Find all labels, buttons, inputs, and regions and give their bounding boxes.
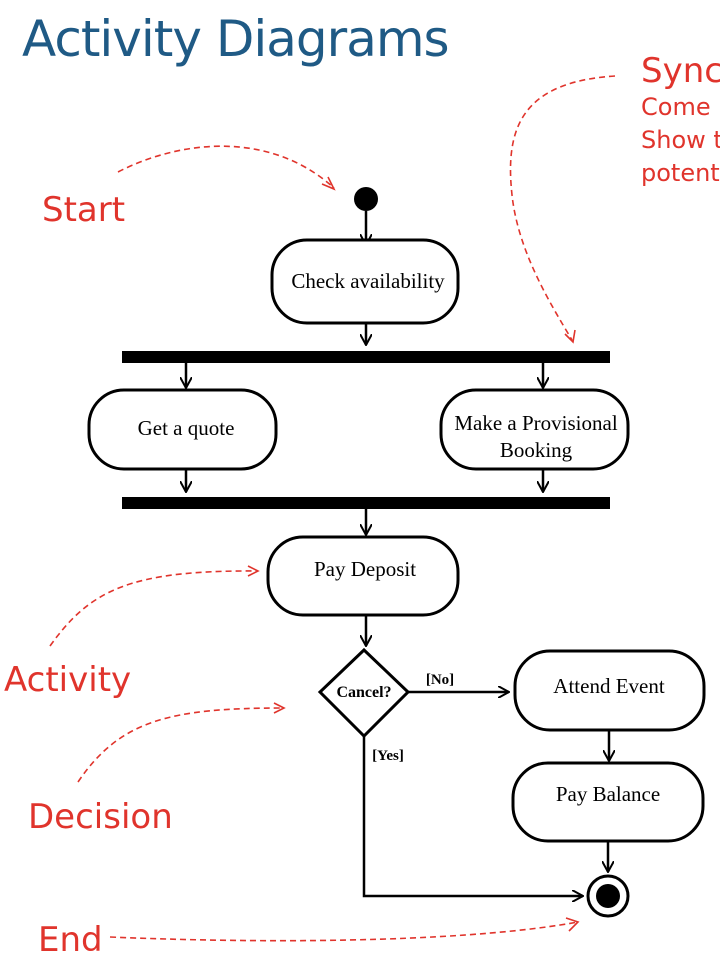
activity-provisional-booking-label-line1: Make a Provisional bbox=[454, 411, 617, 435]
annotation-end-pointer bbox=[109, 921, 579, 942]
activity-provisional-booking bbox=[439, 388, 630, 471]
annotation-activity-arrowhead bbox=[247, 565, 260, 577]
fork-bar bbox=[122, 351, 610, 363]
activity-pay-deposit-label: Pay Deposit bbox=[314, 557, 416, 581]
annotation-activity-pointer bbox=[49, 570, 259, 647]
guard-no: [No] bbox=[426, 672, 454, 688]
guard-yes: [Yes] bbox=[372, 748, 404, 764]
annotation-start-pointer bbox=[117, 145, 335, 189]
annotation-sync-line2: Show t bbox=[641, 126, 720, 154]
annotation-sync-pointer bbox=[509, 75, 616, 341]
annotation-sync: Sync bbox=[641, 51, 720, 91]
annotation-decision: Decision bbox=[28, 797, 173, 837]
activity-get-a-quote bbox=[87, 388, 278, 471]
annotation-sync-arrowhead bbox=[564, 329, 576, 344]
decision-cancel-label: Cancel? bbox=[336, 684, 391, 701]
start-node bbox=[354, 187, 378, 211]
end-node-core bbox=[596, 884, 620, 908]
annotation-end-arrowhead bbox=[565, 917, 580, 932]
activity-get-a-quote-label: Get a quote bbox=[138, 416, 235, 440]
activity-provisional-booking-label-line2: Booking bbox=[500, 438, 573, 462]
activity-attend-event-label: Attend Event bbox=[553, 674, 665, 698]
annotation-start-arrowhead bbox=[321, 176, 336, 191]
annotation-sync-line1: Come i bbox=[641, 93, 720, 121]
flow-yes-branch bbox=[362, 736, 583, 896]
annotation-decision-pointer bbox=[77, 707, 285, 783]
annotation-end: End bbox=[38, 920, 103, 960]
annotation-decision-arrowhead bbox=[273, 702, 286, 714]
slide-title: Activity Diagrams bbox=[22, 10, 450, 68]
activity-pay-balance-label: Pay Balance bbox=[556, 782, 660, 806]
annotation-sync-line3: potent bbox=[641, 159, 720, 187]
activity-check-availability-label: Check availability bbox=[291, 269, 445, 293]
join-bar bbox=[122, 497, 610, 509]
annotation-activity: Activity bbox=[4, 660, 131, 700]
activity-pay-deposit bbox=[266, 535, 460, 617]
annotation-start: Start bbox=[42, 190, 125, 230]
